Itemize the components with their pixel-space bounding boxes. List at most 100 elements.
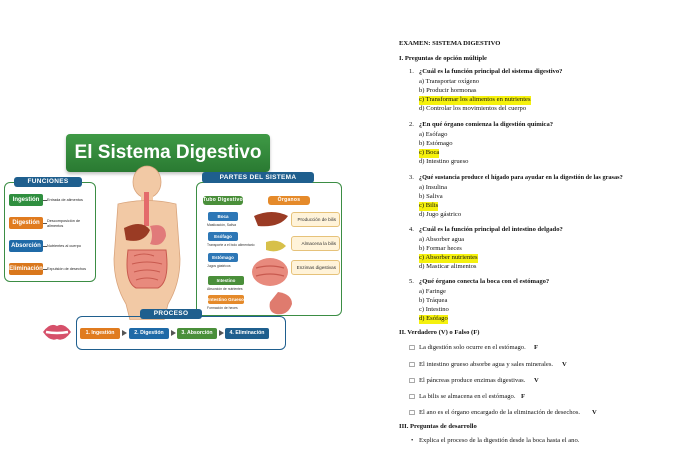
tf-5-text: El ano es el órgano encargado de la elim…: [419, 409, 581, 416]
stomach-shape: [150, 225, 166, 245]
fn-digestion: Digestión: [9, 217, 43, 229]
tube-estomago: Estómago: [208, 253, 238, 262]
question-4-number: 4.: [409, 226, 414, 233]
fn-eliminacion: Eliminación: [9, 263, 43, 275]
fn-arrow: [43, 200, 47, 201]
question-2-number: 2.: [409, 121, 414, 128]
dev-question-1: Explica el proceso de la digestión desde…: [419, 437, 580, 444]
liver-icon: [254, 212, 288, 227]
question-3-option-a: a) Insulina: [419, 184, 448, 191]
question-3-option-c-answer: c) Bilis: [419, 202, 439, 211]
body-illustration: [113, 165, 181, 320]
organs-illustration: [252, 212, 292, 315]
section-1-title: I. Preguntas de opción múltiple: [399, 55, 487, 62]
question-2-option-c-answer: c) Boca: [419, 149, 440, 158]
tf-checkbox[interactable]: ☐: [409, 361, 415, 369]
fn-arrow: [43, 269, 47, 270]
proceso-step-1: 1. Ingestión: [80, 328, 120, 339]
small-intestine-icon: [252, 258, 288, 286]
partes-header: PARTES DEL SISTEMA DIGESTIVO: [202, 172, 314, 192]
fn-arrow: [43, 246, 47, 247]
question-3-option-b: b) Saliva: [419, 193, 443, 200]
question-4-option-c-answer: c) Absorber nutrientes: [419, 254, 478, 263]
tube-intestino-delgado: Intestino Delgado: [208, 276, 244, 292]
question-3-text: ¿Qué sustancia produce el hígado para ay…: [419, 174, 623, 181]
liver-shape: [124, 223, 150, 241]
intestines-shape: [126, 249, 168, 289]
proceso-step-2: 2. Digestión: [129, 328, 169, 339]
tf-checkbox[interactable]: ☐: [409, 344, 415, 352]
question-2-option-b: b) Estómago: [419, 140, 453, 147]
tf-checkbox[interactable]: ☐: [409, 393, 415, 401]
question-5-option-a: a) Faringe: [419, 288, 446, 295]
tubo-header: Tubo Digestivo: [203, 196, 243, 205]
question-1-option-d: d) Controlar los movimientos del cuerpo: [419, 105, 527, 112]
tube-intestino-grueso: Intestino Grueso: [208, 295, 244, 304]
organ-card-higado: Producción de bilis: [291, 212, 340, 227]
tube-esofago-sub: Transporte a el bolo alimentario: [207, 243, 255, 247]
tube-intestino-delgado-sub: Absorción de nutrientes: [207, 287, 243, 291]
question-1-option-a: a) Transportar oxígeno: [419, 78, 480, 85]
organ-card-vesicula: Almacena la bilis: [291, 236, 340, 251]
question-5-option-d-answer: d) Esófago: [419, 315, 448, 324]
bullet-icon: •: [411, 437, 414, 444]
question-2-text: ¿En qué órgano comienza la digestión quí…: [419, 121, 554, 128]
anexos-header: Órganos Anexos: [268, 196, 310, 212]
question-1-number: 1.: [409, 68, 414, 75]
proceso-step-3: 3. Absorción: [177, 328, 217, 339]
question-3-number: 3.: [409, 174, 414, 181]
proceso-arrow-icon: [171, 330, 176, 336]
proceso-header: PROCESO: [140, 309, 202, 319]
tf-checkbox[interactable]: ☐: [409, 377, 415, 385]
question-1-option-c-answer: c) Transformar los alimentos en nutrient…: [419, 96, 531, 105]
infographic: El Sistema Digestivo FUNCIONES Ingestión…: [0, 124, 347, 372]
tf-5-answer: V: [592, 409, 597, 416]
question-5-option-b: b) Tráquea: [419, 297, 448, 304]
section-2-title: II. Verdadero (V) o Falso (F): [399, 329, 480, 336]
proceso-step-4: 4. Eliminación: [225, 328, 269, 339]
question-5-option-c: c) Intestino: [419, 306, 449, 313]
tube-esofago: Esófago: [208, 232, 238, 241]
question-3-option-d: d) Jugo gástrico: [419, 211, 462, 218]
fn-eliminacion-desc: Expulsión de desechos: [47, 267, 87, 271]
exam-title: EXAMEN: SISTEMA DIGESTIVO: [399, 40, 501, 47]
tf-checkbox[interactable]: ☐: [409, 409, 415, 417]
esophagus-shape: [144, 192, 149, 226]
tf-1-text: La digestión solo ocurre en el estómago.: [419, 344, 526, 351]
infographic-title: El Sistema Digestivo: [66, 134, 270, 172]
tf-4-answer: F: [521, 393, 526, 400]
funciones-header: FUNCIONES: [14, 177, 82, 187]
question-4-option-d: d) Masticar alimentos: [419, 263, 477, 270]
tf-3-text: El páncreas produce enzimas digestivas.: [419, 377, 526, 384]
question-2-option-a: a) Esófago: [419, 131, 448, 138]
lips-icon: [43, 324, 71, 340]
fn-ingestion: Ingestión: [9, 194, 43, 206]
tf-2-answer: V: [562, 361, 567, 368]
question-4-option-b: b) Formar heces: [419, 245, 462, 252]
body-silhouette: [113, 165, 181, 320]
question-5-text: ¿Qué órgano conecta la boca con el estóm…: [419, 278, 550, 285]
tube-boca: Boca: [208, 212, 238, 221]
question-4-option-a: a) Absorber agua: [419, 236, 465, 243]
fn-absorcion-desc: Nutrientes al cuerpo: [47, 244, 81, 248]
question-1-text: ¿Cuál es la función principal del sistem…: [419, 68, 563, 75]
tf-4-text: La bilis se almacena en el estómago.: [419, 393, 516, 400]
gallbladder-icon: [266, 240, 286, 252]
section-3-title: III. Preguntas de desarrollo: [399, 423, 477, 430]
question-4-text: ¿Cuál es la función principal del intest…: [419, 226, 563, 233]
fn-ingestion-desc: Entrada de alimentos: [47, 198, 83, 202]
fn-digestion-desc: Descomposición de alimentos: [47, 219, 81, 228]
question-5-number: 5.: [409, 278, 414, 285]
exam-document: EXAMEN: SISTEMA DIGESTIVO I. Preguntas d…: [397, 0, 694, 452]
organ-card-pancreas: Enzimas digestivas: [291, 260, 340, 275]
question-2-option-d: d) Intestino grueso: [419, 158, 469, 165]
tube-intestino-grueso-sub: Formación de heces: [207, 306, 238, 310]
large-intestine-icon: [269, 292, 292, 315]
tf-3-answer: V: [534, 377, 539, 384]
tf-1-answer: F: [534, 344, 539, 351]
tube-boca-sub: Masticación, Saliva: [207, 223, 237, 227]
proceso-arrow-icon: [219, 330, 224, 336]
question-1-option-b: b) Producir hormonas: [419, 87, 477, 94]
fn-absorcion: Absorción: [9, 240, 43, 252]
tube-estomago-sub: Jugos gástricos: [207, 264, 231, 268]
